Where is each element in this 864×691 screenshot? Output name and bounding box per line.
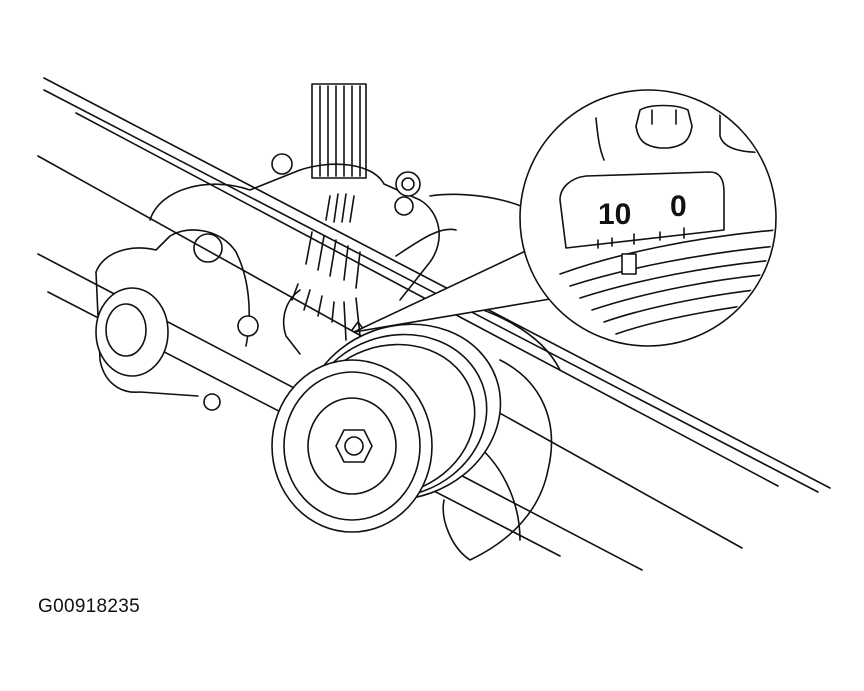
timing-scale-label-0: 0 [670,190,687,223]
figure-id-label: G00918235 [38,596,141,617]
timing-pointer-marks [343,297,365,341]
crankshaft-pulley [271,323,502,533]
housing-shading [291,193,361,323]
callout-leader [353,247,557,333]
timing-scale-label-10: 10 [598,198,631,231]
engine-housing [95,153,440,411]
magnified-timing-inset: 10 0 [519,89,777,347]
upper-hose [311,83,367,179]
